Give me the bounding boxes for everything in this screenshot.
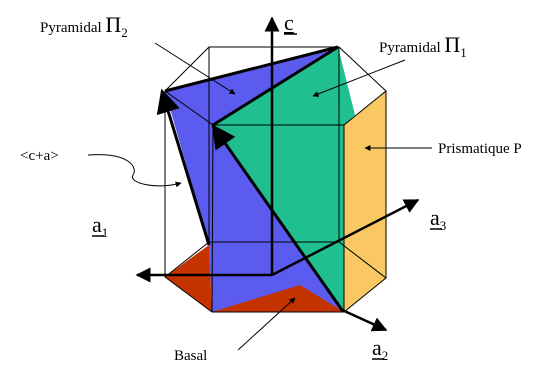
c-plus-a-slip-direction <box>156 88 211 246</box>
crystal-axes <box>135 16 420 332</box>
a3-axis-label: a3 <box>430 205 446 233</box>
basal-label: Basal <box>174 348 207 364</box>
pyramidal-2-pointer <box>154 42 236 95</box>
top-edge <box>164 45 339 93</box>
pyramidal-1-plane <box>213 47 355 312</box>
a2-axis-arrow <box>339 307 388 332</box>
pyramidal-2-label: Pyramidal Π2 <box>40 12 128 40</box>
pyramidal-slip-direction <box>211 124 344 311</box>
prismatic-plane <box>344 91 386 312</box>
pyramidal-2-plane <box>165 47 344 312</box>
basal-plane-left <box>165 245 212 312</box>
prismatic-label: Prismatique P <box>438 141 522 157</box>
pyramidal-edge <box>212 45 339 127</box>
pyramidal-1-pointer <box>312 59 406 97</box>
label-pointers <box>87 42 432 351</box>
basal-pointer <box>237 297 296 351</box>
pyramidal-1-label: Pyramidal Π1 <box>379 32 467 60</box>
a2-axis-label: a2 <box>372 335 388 363</box>
c-plus-a-pointer <box>87 154 182 188</box>
basal-plane-bottom <box>212 285 344 312</box>
a3-axis-arrow <box>271 198 420 277</box>
c-axis-label: c <box>284 10 294 35</box>
c-plus-a-label: <c+a> <box>20 148 59 164</box>
a1-axis-label: a1 <box>92 212 108 240</box>
